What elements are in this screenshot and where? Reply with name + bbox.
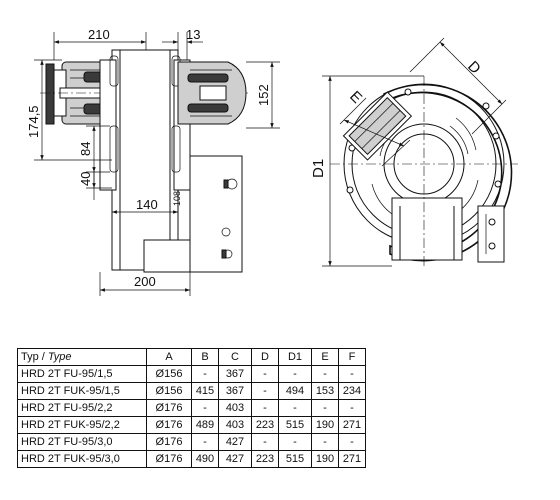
col-header-c: C — [218, 348, 252, 366]
col-header-type: Typ / Type — [17, 348, 147, 366]
cell-c: 403 — [218, 399, 252, 417]
col-header-e: E — [311, 348, 339, 366]
dim-top-small: 13 — [186, 27, 200, 42]
cell-d1: 515 — [278, 416, 312, 434]
table-row: HRD 2T FUK-95/1,5 Ø156 415 367 - 494 153… — [17, 382, 366, 400]
cell-e: - — [311, 399, 339, 417]
table-row: HRD 2T FUK-95/3,0 Ø176 490 427 223 515 1… — [17, 450, 366, 468]
volute-housing — [383, 83, 513, 262]
cell-e: 190 — [311, 450, 339, 468]
cell-d: 223 — [251, 450, 279, 468]
cell-type: HRD 2T FU-95/3,0 — [17, 433, 147, 451]
table-row: HRD 2T FUK-95/2,2 Ø176 489 403 223 515 1… — [17, 416, 366, 434]
side-view: 108 210 13 152 174,5 84 40 140 — [26, 27, 280, 296]
dim-d1-label: D1 — [310, 159, 327, 178]
dim-right: 152 — [256, 84, 271, 106]
cell-type: HRD 2T FUK-95/2,2 — [17, 416, 147, 434]
dim-bottom-inner: 140 — [136, 197, 158, 212]
cell-c: 427 — [218, 450, 252, 468]
front-view: D1 D E — [310, 37, 518, 267]
cell-f: 234 — [338, 382, 366, 400]
cell-d: 223 — [251, 416, 279, 434]
cell-b: 490 — [191, 450, 219, 468]
table-row: HRD 2T FU-95/3,0 Ø176 - 427 - - - - — [17, 433, 366, 451]
cell-f: 271 — [338, 450, 366, 468]
col-header-d1: D1 — [278, 348, 312, 366]
cell-e: - — [311, 433, 339, 451]
cell-c: 367 — [218, 382, 252, 400]
cell-e: 190 — [311, 416, 339, 434]
cell-e: 153 — [311, 382, 339, 400]
cell-d: - — [251, 382, 279, 400]
dim-left-outer: 174,5 — [26, 105, 41, 138]
cell-e: - — [311, 365, 339, 383]
spec-table: Typ / Type A B C D D1 E F HRD 2T FU-95/1… — [17, 348, 366, 468]
table-header-row: Typ / Type A B C D D1 E F — [17, 348, 366, 366]
cell-f: 271 — [338, 416, 366, 434]
cell-a: Ø156 — [146, 382, 192, 400]
cell-d1: 494 — [278, 382, 312, 400]
col-header-d: D — [251, 348, 279, 366]
technical-drawing: 108 210 13 152 174,5 84 40 140 — [26, 27, 518, 296]
cell-d1: - — [278, 365, 312, 383]
dim-bottom-outer: 200 — [134, 274, 156, 289]
cell-f: - — [338, 399, 366, 417]
cell-b: - — [191, 399, 219, 417]
cell-d: - — [251, 365, 279, 383]
outlet-box — [189, 155, 243, 273]
cell-f: - — [338, 365, 366, 383]
cell-type: HRD 2T FUK-95/3,0 — [17, 450, 147, 468]
cell-a: Ø176 — [146, 433, 192, 451]
cell-f: - — [338, 433, 366, 451]
cell-b: - — [191, 433, 219, 451]
cell-d1: - — [278, 399, 312, 417]
cell-a: Ø156 — [146, 365, 192, 383]
table-row: HRD 2T FU-95/2,2 Ø176 - 403 - - - - — [17, 399, 366, 417]
cell-c: 427 — [218, 433, 252, 451]
cell-c: 403 — [218, 416, 252, 434]
cell-b: 415 — [191, 382, 219, 400]
cell-type: HRD 2T FU-95/1,5 — [17, 365, 147, 383]
dim-left-inner: 84 — [78, 142, 93, 156]
dim-e-label: E — [346, 88, 365, 107]
cell-c: 367 — [218, 365, 252, 383]
cell-type: HRD 2T FU-95/2,2 — [17, 399, 147, 417]
cell-type: HRD 2T FUK-95/1,5 — [17, 382, 147, 400]
cell-b: - — [191, 365, 219, 383]
table-row: HRD 2T FU-95/1,5 Ø156 - 367 - - - - — [17, 365, 366, 383]
cell-b: 489 — [191, 416, 219, 434]
cell-a: Ø176 — [146, 399, 192, 417]
cell-a: Ø176 — [146, 416, 192, 434]
dim-left-lower: 40 — [78, 172, 93, 186]
cell-d1: - — [278, 433, 312, 451]
housing-side — [111, 49, 179, 271]
col-header-type-italic: Type — [47, 351, 72, 363]
cell-d: - — [251, 433, 279, 451]
cell-d: - — [251, 399, 279, 417]
dim-top-width: 210 — [88, 27, 110, 42]
outlet-flange — [391, 197, 463, 261]
cell-d1: 515 — [278, 450, 312, 468]
cell-a: Ø176 — [146, 450, 192, 468]
col-header-b: B — [191, 348, 219, 366]
dim-d-label: D — [464, 58, 484, 78]
col-header-f: F — [338, 348, 366, 366]
dim-bottom-inner-small: 108 — [172, 191, 182, 206]
col-header-a: A — [146, 348, 192, 366]
col-header-type-main: Typ / — [21, 351, 48, 363]
